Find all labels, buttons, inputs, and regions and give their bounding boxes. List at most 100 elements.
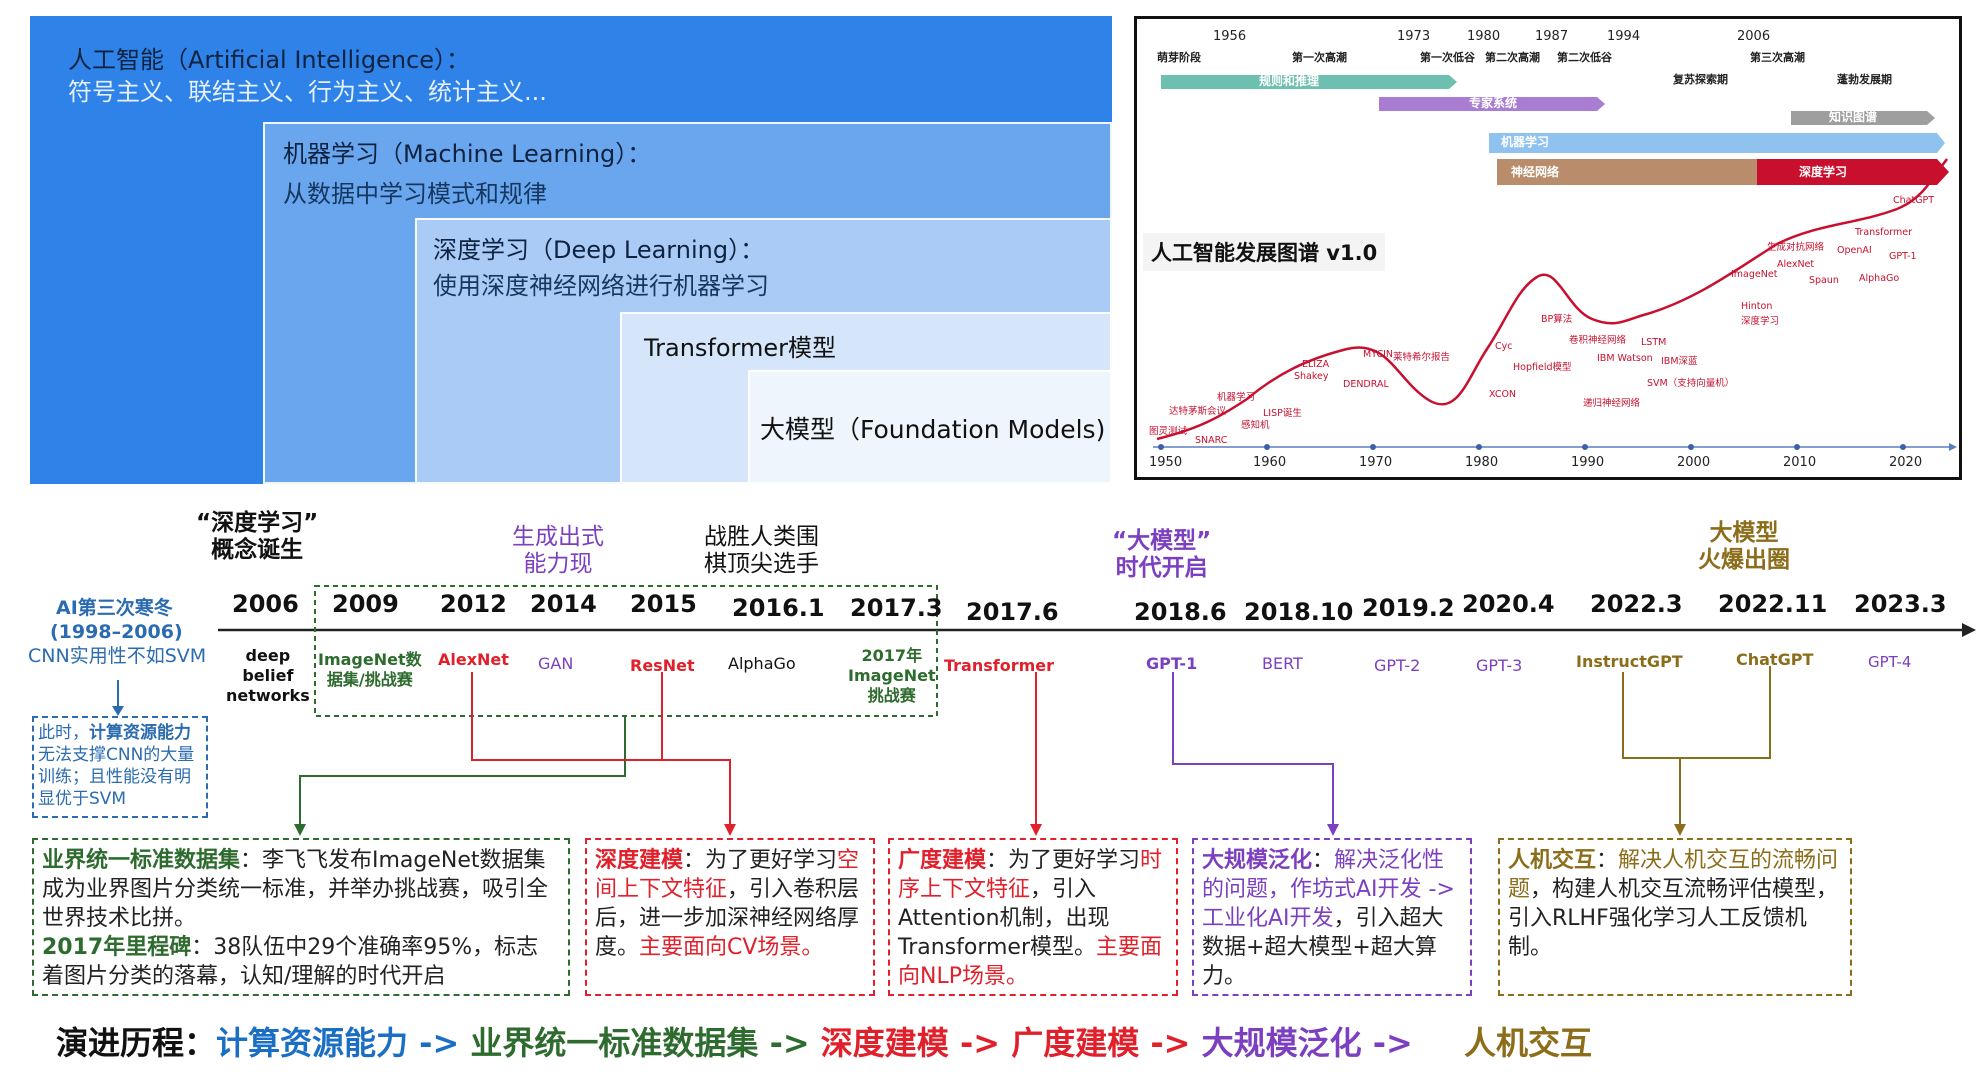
band-rules: 规则和推理 — [1259, 74, 1320, 88]
milestone-label: GPT-2 — [1374, 656, 1421, 675]
map-year: 1994 — [1607, 29, 1641, 44]
map-event: SNARC — [1195, 435, 1228, 446]
card-depth-title: 深度建模 — [595, 848, 684, 873]
map-year: 1987 — [1535, 29, 1569, 44]
band-kg: 知识图谱 — [1829, 110, 1878, 124]
map-bands-svg — [1153, 75, 1957, 451]
card-breadth-emph: 时序上下文特征 — [898, 848, 1163, 902]
map-event: SVM（支持向量机） — [1647, 378, 1735, 389]
map-axis-year: 1980 — [1465, 455, 1499, 470]
map-event: OpenAI — [1837, 245, 1872, 256]
milestone-label: GAN — [538, 654, 574, 673]
map-axis-year: 2020 — [1889, 455, 1923, 470]
milestone-label: GPT-3 — [1476, 656, 1523, 675]
map-era: 萌芽阶段 — [1157, 51, 1201, 64]
year-label: 2018.10 — [1244, 598, 1354, 626]
ai-title: 人工智能（Artificial Intelligence）： — [68, 46, 470, 74]
map-event: LSTM — [1641, 337, 1667, 348]
year-label: 2015 — [630, 590, 697, 618]
ml-desc: 从数据中学习模式和规律 — [283, 180, 547, 208]
card-breadth: 广度建模：为了更好学习时序上下文特征，引入Attention机制，出现Trans… — [888, 838, 1178, 996]
year-label: 2022.11 — [1718, 590, 1828, 618]
year-label: 2023.3 — [1854, 590, 1947, 618]
map-event: ELIZA — [1302, 359, 1330, 370]
milestone-label: ImageNet数 据集/挑战赛 — [318, 650, 422, 689]
band-nn: 神经网络 — [1511, 165, 1560, 179]
flow-arrow: -> — [769, 1024, 810, 1062]
card-hci-title: 人机交互 — [1508, 848, 1597, 873]
card-breadth-title: 广度建模 — [898, 848, 987, 873]
milestone-label: AlexNet — [438, 650, 509, 669]
year-label: 2018.6 — [1134, 598, 1227, 626]
year-label: 2017.3 — [850, 594, 943, 622]
map-event: Hopfield模型 — [1513, 362, 1572, 373]
card-general-title: 大规模泛化 — [1202, 848, 1313, 873]
winter-box-emph: 计算资源能力 — [89, 723, 191, 743]
card-depth: 深度建模：为了更好学习空间上下文特征，引入卷积层后，进一步加深神经网络厚度。主要… — [585, 838, 875, 996]
ml-title: 机器学习（Machine Learning）： — [283, 140, 652, 168]
flow-step: 计算资源能力 — [216, 1024, 409, 1062]
year-label: 2014 — [530, 590, 597, 618]
milestone-label: ChatGPT — [1736, 650, 1814, 669]
year-label: 2006 — [232, 590, 299, 618]
flow-arrow: -> — [419, 1024, 460, 1062]
winter-box-part: 此时， — [38, 723, 89, 743]
map-axis-year: 1960 — [1253, 455, 1287, 470]
map-axis-year: 1950 — [1149, 455, 1183, 470]
map-event: 卷积神经网络 — [1569, 335, 1627, 346]
map-year: 1956 — [1213, 29, 1247, 44]
map-event: IBM Watson — [1597, 353, 1653, 364]
flow-arrow: -> — [1150, 1024, 1191, 1062]
winter-box-part: 无法支撑CNN的大量训练；且性能没有明显优于SVM — [38, 745, 195, 809]
map-event: ChatGPT — [1893, 195, 1935, 206]
card-dataset-text2: ：38队伍中29个准确率95%，标志着图片分类的落幕，认知/理解的时代开启 — [42, 935, 539, 989]
map-event: 递归神经网络 — [1583, 398, 1641, 409]
map-year: 2006 — [1737, 29, 1771, 44]
map-axis-year: 1970 — [1359, 455, 1393, 470]
map-event: DENDRAL — [1343, 379, 1389, 390]
milestone-label: deep belief networks — [226, 646, 310, 705]
map-event: 机器学习 — [1217, 392, 1256, 403]
head-boom: 大模型 火爆出圈 — [1698, 520, 1790, 573]
winter-range: (1998–2006) — [50, 621, 183, 643]
band-ml: 机器学习 — [1501, 135, 1550, 149]
card-general-text: ，引入超大数据+超大模型+超大算力。 — [1202, 906, 1444, 989]
milestone-label: AlphaGo — [728, 654, 796, 673]
ai-desc: 符号主义、联结主义、行为主义、统计主义... — [68, 78, 547, 106]
foundation-title: 大模型（Foundation Models) — [760, 415, 1106, 444]
map-event: 生成对抗网络 — [1767, 242, 1825, 253]
flow-step: 大规模泛化 — [1201, 1024, 1362, 1062]
card-hci-colon: ： — [1596, 848, 1619, 873]
year-label: 2017.6 — [966, 598, 1059, 626]
card-breadth-scene: 主要面向NLP场景。 — [898, 935, 1163, 989]
flow-prefix: 演进历程： — [56, 1024, 217, 1062]
milestone-label: GPT-4 — [1868, 653, 1912, 671]
year-label: 2020.4 — [1462, 590, 1555, 618]
map-year: 1973 — [1397, 29, 1431, 44]
card-hci-text: ，构建人机交互流畅评估模型，引入RLHF强化学习人工反馈机制。 — [1508, 877, 1839, 960]
card-dataset: 业界统一标准数据集：李飞飞发布ImageNet数据集成为业界图片分类统一标准，并… — [32, 838, 570, 996]
card-dataset-title: 业界统一标准数据集 — [42, 848, 241, 873]
year-label: 2012 — [440, 590, 507, 618]
dl-title: 深度学习（Deep Learning）： — [433, 236, 765, 264]
card-general: 大规模泛化：解决泛化性的问题，作坊式AI开发 -> 工业化AI开发，引入超大数据… — [1192, 838, 1472, 996]
band-expert: 专家系统 — [1469, 96, 1518, 110]
flow-step: 广度建模 — [1011, 1024, 1140, 1062]
map-event: 深度学习 — [1741, 316, 1780, 327]
map-axis-year: 2010 — [1783, 455, 1817, 470]
map-event: Hinton — [1741, 301, 1773, 312]
map-event: XCON — [1489, 389, 1517, 400]
map-era: 第二次高潮 — [1485, 51, 1540, 64]
map-event: Spaun — [1809, 275, 1839, 286]
map-year: 1980 — [1467, 29, 1501, 44]
head-go: 战胜人类围 棋顶尖选手 — [704, 524, 819, 577]
map-event: AlexNet — [1777, 259, 1815, 270]
map-event: Cyc — [1495, 341, 1513, 352]
head-big: “大模型” 时代开启 — [1112, 528, 1212, 581]
flow-step: 人机交互 — [1463, 1024, 1592, 1062]
milestone-label: GPT-1 — [1146, 654, 1198, 673]
transformer-title: Transformer模型 — [644, 334, 837, 362]
map-era: 蓬勃发展期 — [1837, 73, 1892, 86]
card-hci-emph: 解决人机交互的流畅问题 — [1508, 848, 1839, 902]
